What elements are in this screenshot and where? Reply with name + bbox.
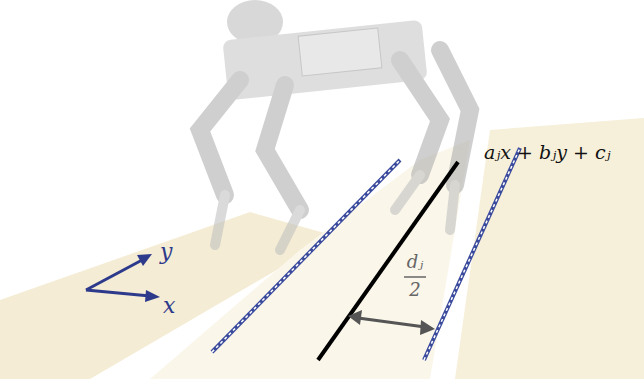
- dashed-boundary-right: [424, 148, 520, 360]
- fraction-bar: [404, 276, 426, 278]
- fraction-denominator: 2: [409, 280, 420, 300]
- axis-label: y: [160, 240, 172, 264]
- axis-label: x: [163, 294, 175, 318]
- half-width-arrow: [348, 310, 435, 335]
- beam-centerline: [318, 162, 458, 360]
- line-equation: aⱼx + bⱼy + cⱼ: [484, 142, 611, 163]
- coordinate-axes: [86, 254, 160, 302]
- quadruped-robot: [200, 0, 470, 250]
- dashed-boundary-left: [212, 160, 400, 352]
- fraction-numerator: dⱼ: [407, 252, 423, 272]
- right-beam: [455, 118, 644, 379]
- beam-surface: [150, 140, 470, 379]
